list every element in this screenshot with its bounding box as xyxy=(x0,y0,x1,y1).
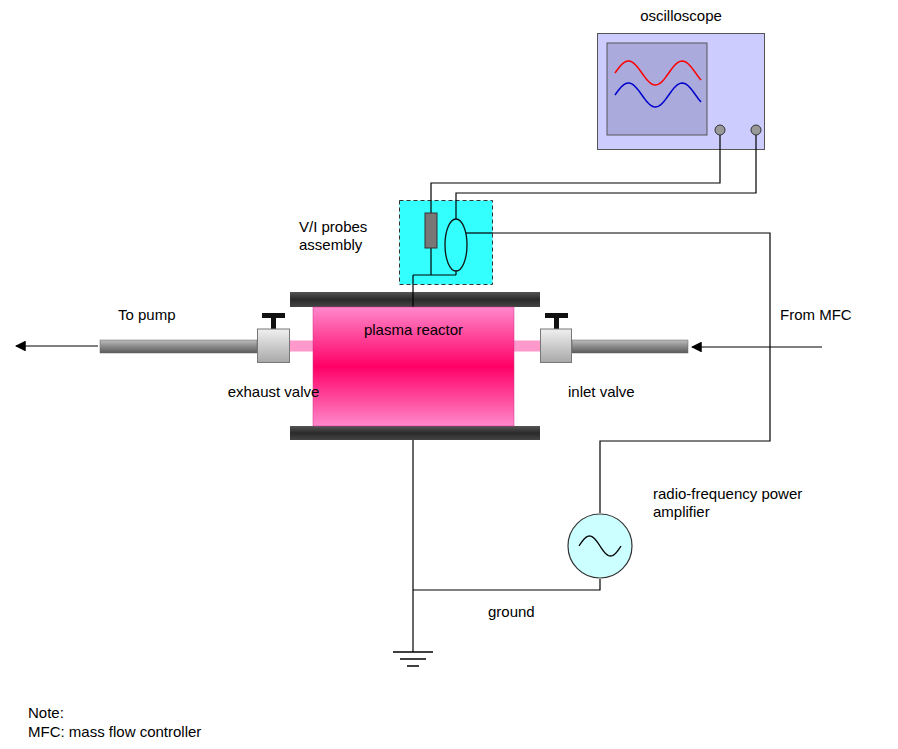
inlet-valve-shape xyxy=(540,313,572,363)
valve-stem xyxy=(271,318,276,329)
signal-wire xyxy=(412,285,413,307)
probe-wiring xyxy=(413,200,493,285)
amplifier-ground-wire xyxy=(413,579,600,590)
current-trace xyxy=(615,83,701,107)
signal-wire xyxy=(493,233,770,513)
gas-tube xyxy=(290,341,313,352)
oscilloscope: oscilloscope xyxy=(597,33,765,150)
voltage-probe xyxy=(425,213,437,248)
note-text: MFC: mass flow controller xyxy=(26,723,203,741)
probe-assembly: V/I probes assembly xyxy=(399,200,493,285)
oscilloscope-case xyxy=(598,34,765,150)
inlet-pipe xyxy=(572,340,688,353)
current-probe xyxy=(445,219,467,271)
exhaust-pipe xyxy=(100,340,257,353)
valve-handle xyxy=(262,313,285,318)
probe-assembly-shape xyxy=(399,200,493,285)
gas-tube xyxy=(514,341,540,352)
valve-label: exhaust valve xyxy=(212,383,335,401)
pump-arrow xyxy=(16,345,98,346)
valve-body xyxy=(258,329,290,363)
probe-lead xyxy=(719,135,720,150)
valve-stem xyxy=(554,318,559,329)
plasma-reactor: plasma reactor xyxy=(313,307,514,426)
amplifier-symbol xyxy=(568,514,632,578)
mfc-arrow xyxy=(692,346,822,347)
ground-wire xyxy=(412,440,413,652)
voltage-trace xyxy=(615,61,701,85)
probe-lead xyxy=(755,135,756,150)
source-label: From MFC xyxy=(778,306,854,324)
oscilloscope-shape xyxy=(597,33,765,150)
reactor-label: plasma reactor xyxy=(313,321,514,339)
exhaust-valve-shape xyxy=(257,313,290,363)
rf-amplifier: radio-frequency power amplifier xyxy=(567,513,633,579)
valve-label: inlet valve xyxy=(568,383,678,401)
plasma-body xyxy=(313,307,514,426)
ground-label: ground xyxy=(486,603,537,621)
device-label: oscilloscope xyxy=(597,7,765,25)
sine-symbol xyxy=(579,536,621,556)
assembly-label: V/I probes assembly xyxy=(299,218,391,254)
note-heading: Note: xyxy=(26,704,66,722)
signal-wire xyxy=(456,150,756,200)
ground-symbol xyxy=(393,652,433,666)
amplifier-label: radio-frequency power amplifier xyxy=(653,485,833,521)
inlet-valve: inlet valve xyxy=(540,313,572,363)
input-connector xyxy=(751,125,761,135)
rf-amplifier-shape xyxy=(567,513,633,579)
probe-housing xyxy=(400,201,493,285)
valve-handle xyxy=(545,313,568,318)
oscilloscope-screen xyxy=(607,43,707,135)
valve-body xyxy=(541,329,572,363)
exhaust-valve: exhaust valve xyxy=(257,313,290,363)
top-electrode xyxy=(290,292,540,307)
outlet-label: To pump xyxy=(116,306,178,324)
bottom-electrode xyxy=(290,426,540,440)
input-connector xyxy=(715,125,725,135)
